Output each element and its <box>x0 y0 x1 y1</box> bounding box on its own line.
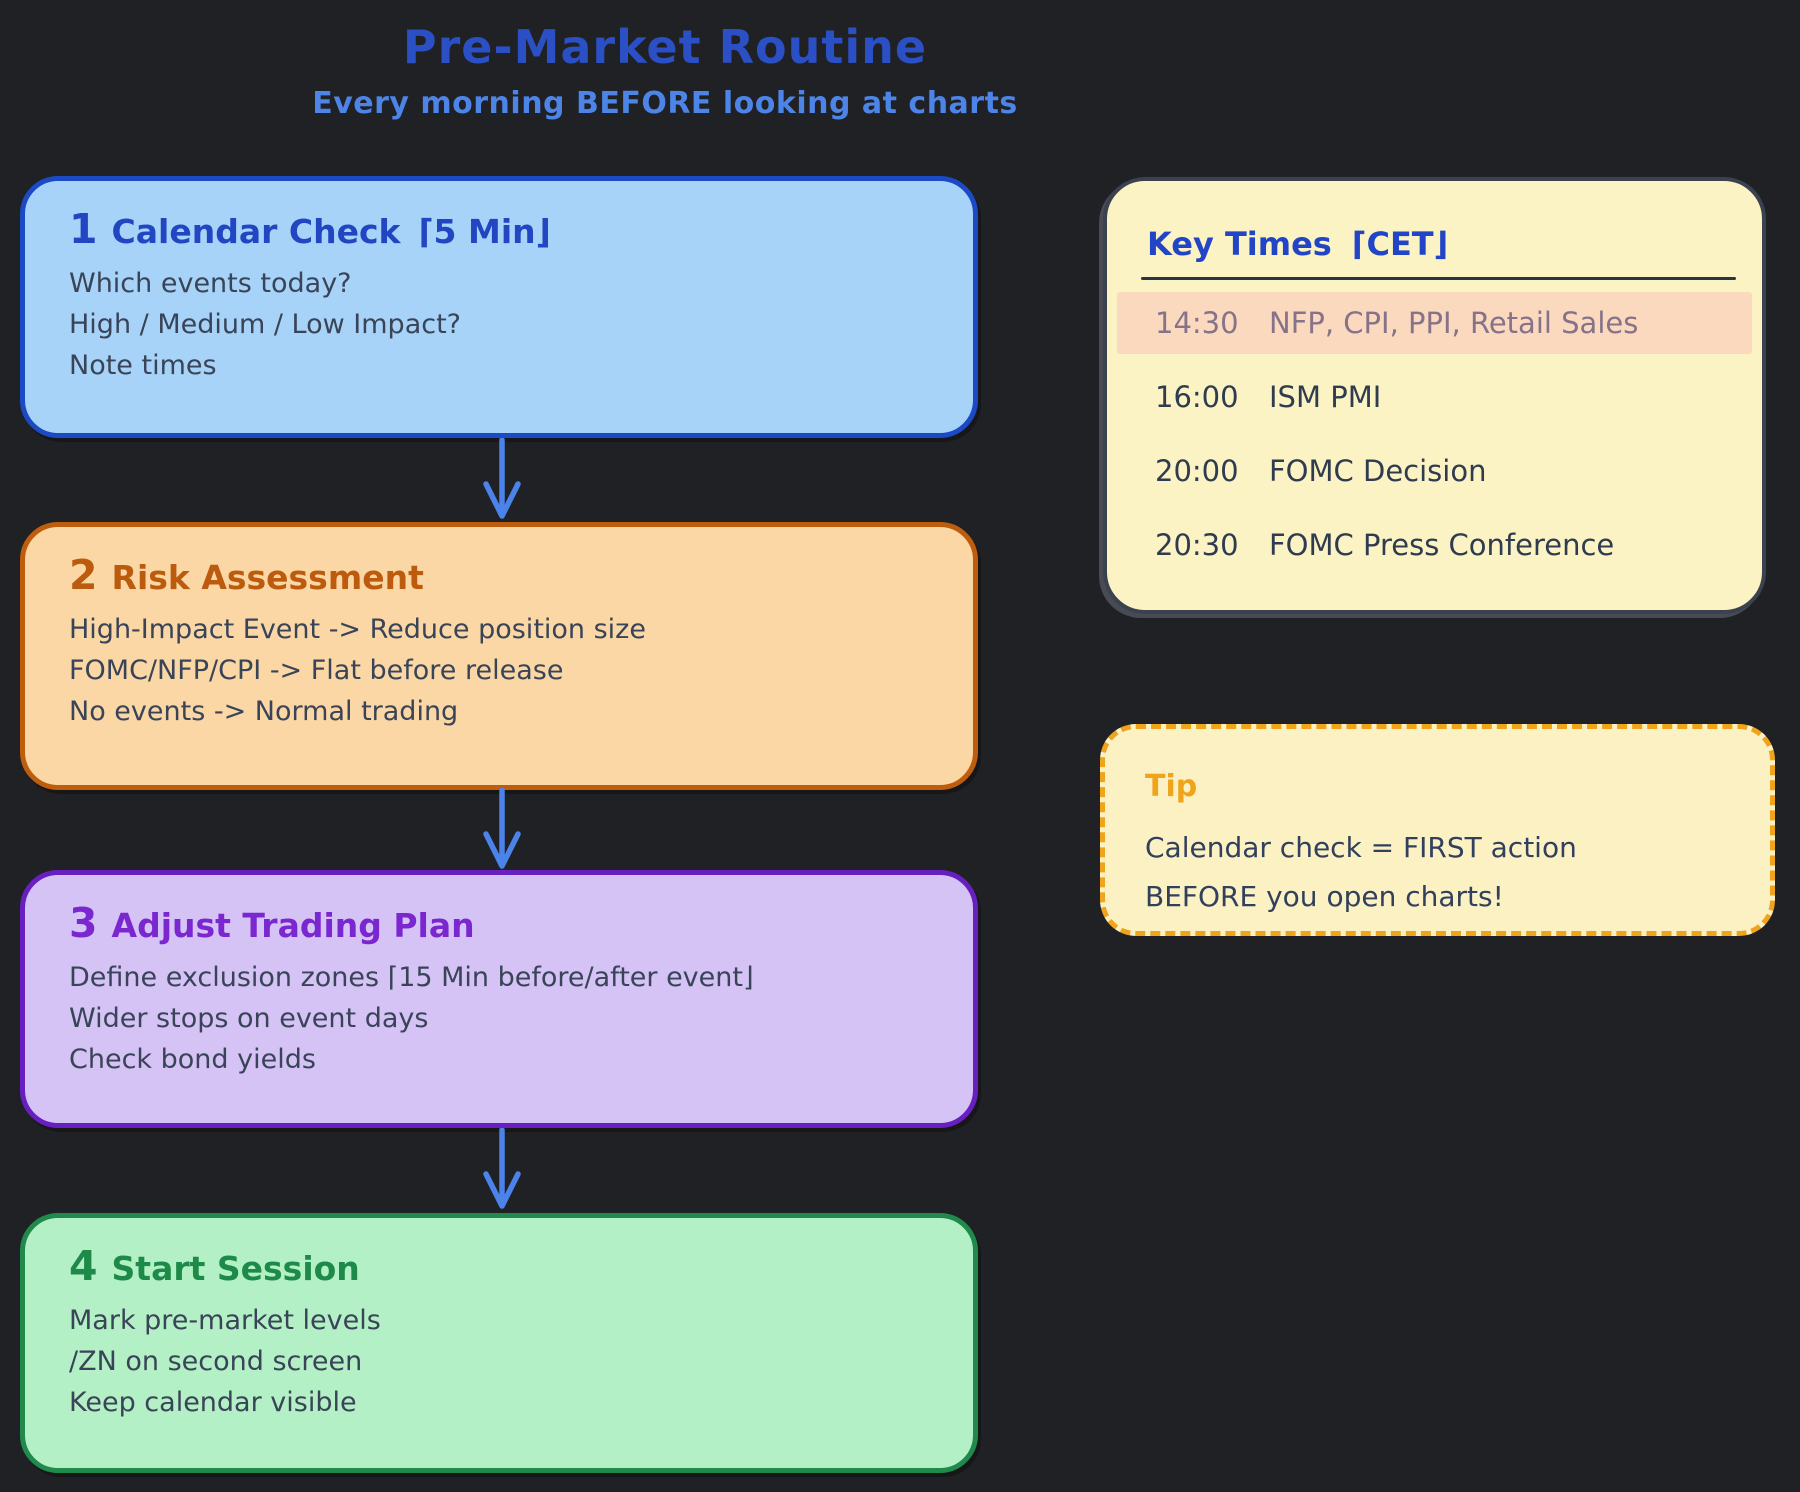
step-box-calendar-check: 1 Calendar Check ⌈5 Min⌋ Which events toda… <box>20 176 978 438</box>
step-line: Keep calendar visible <box>69 1387 357 1418</box>
key-time-event: NFP, CPI, PPI, Retail Sales <box>1269 306 1639 340</box>
key-times-title: Key Times ⌈CET⌋ <box>1107 225 1762 265</box>
step-number: 3 <box>69 899 98 947</box>
step-line: Check bond yields <box>69 1044 316 1075</box>
key-time-value: 16:00 <box>1155 380 1239 414</box>
tip-body: Calendar check = FIRST action BEFORE you… <box>1145 823 1732 921</box>
key-time-event: FOMC Decision <box>1269 454 1487 488</box>
key-time-value: 14:30 <box>1155 306 1239 340</box>
step-title-text: Risk Assessment <box>111 558 424 597</box>
page-subtitle: Every morning BEFORE looking at charts <box>312 86 1018 121</box>
step-title-text: Start Session <box>111 1249 360 1288</box>
step-number: 2 <box>69 551 98 599</box>
step-line: High / Medium / Low Impact? <box>69 309 462 340</box>
arrow-down-icon <box>483 438 521 519</box>
key-times-panel: Key Times ⌈CET⌋ 14:30 NFP, CPI, PPI, Reta… <box>1103 177 1766 614</box>
key-time-event: FOMC Press Conference <box>1269 528 1615 562</box>
step-title-text: Adjust Trading Plan <box>111 906 475 945</box>
key-time-event: ISM PMI <box>1269 380 1382 414</box>
step-body: Which events today? High / Medium / Low … <box>69 263 933 386</box>
step-number: 4 <box>69 1242 98 1290</box>
step-box-risk-assessment: 2 Risk Assessment High-Impact Event -> Re… <box>20 522 978 790</box>
step-line: Which events today? <box>69 268 352 299</box>
step-line: /ZN on second screen <box>69 1346 363 1377</box>
step-line: FOMC/NFP/CPI -> Flat before release <box>69 655 564 686</box>
step-title: 1 Calendar Check ⌈5 Min⌋ <box>69 205 933 253</box>
tip-panel: Tip Calendar check = FIRST action BEFORE… <box>1100 724 1775 936</box>
step-title: 3 Adjust Trading Plan <box>69 899 933 947</box>
step-line: Define exclusion zones ⌈15 Min before/af… <box>69 962 754 993</box>
step-body: High-Impact Event -> Reduce position siz… <box>69 609 933 732</box>
key-time-row: 20:30 FOMC Press Conference <box>1117 514 1752 576</box>
arrow-down-icon <box>483 1128 521 1209</box>
key-time-row: 20:00 FOMC Decision <box>1117 440 1752 502</box>
step-title: 2 Risk Assessment <box>69 551 933 599</box>
step-line: No events -> Normal trading <box>69 696 459 727</box>
page-title: Pre-Market Routine <box>402 20 928 74</box>
key-time-value: 20:00 <box>1155 454 1239 488</box>
step-title: 4 Start Session <box>69 1242 933 1290</box>
step-box-adjust-trading-plan: 3 Adjust Trading Plan Define exclusion zo… <box>20 870 978 1128</box>
key-time-row-highlighted: 14:30 NFP, CPI, PPI, Retail Sales <box>1117 292 1752 354</box>
step-duration-badge: ⌈5 Min⌋ <box>418 212 551 251</box>
step-title-text: Calendar Check <box>111 212 401 251</box>
step-body: Mark pre-market levels /ZN on second scr… <box>69 1300 933 1423</box>
arrow-down-icon <box>483 788 521 869</box>
tip-line: Calendar check = FIRST action <box>1145 831 1577 864</box>
step-line: Wider stops on event days <box>69 1003 429 1034</box>
step-box-start-session: 4 Start Session Mark pre-market levels /Z… <box>20 1213 978 1473</box>
step-line: Mark pre-market levels <box>69 1305 381 1336</box>
step-body: Define exclusion zones ⌈15 Min before/af… <box>69 957 933 1080</box>
key-times-title-text: Key Times <box>1147 225 1332 263</box>
divider <box>1141 277 1736 280</box>
step-line: Note times <box>69 350 217 381</box>
key-times-timezone: ⌈CET⌋ <box>1351 225 1449 263</box>
key-time-row: 16:00 ISM PMI <box>1117 366 1752 428</box>
tip-title: Tip <box>1145 769 1198 804</box>
tip-line: BEFORE you open charts! <box>1145 880 1504 913</box>
step-line: High-Impact Event -> Reduce position siz… <box>69 614 646 645</box>
step-number: 1 <box>69 205 98 253</box>
key-time-value: 20:30 <box>1155 528 1239 562</box>
key-times-list: 14:30 NFP, CPI, PPI, Retail Sales 16:00 … <box>1107 292 1762 576</box>
